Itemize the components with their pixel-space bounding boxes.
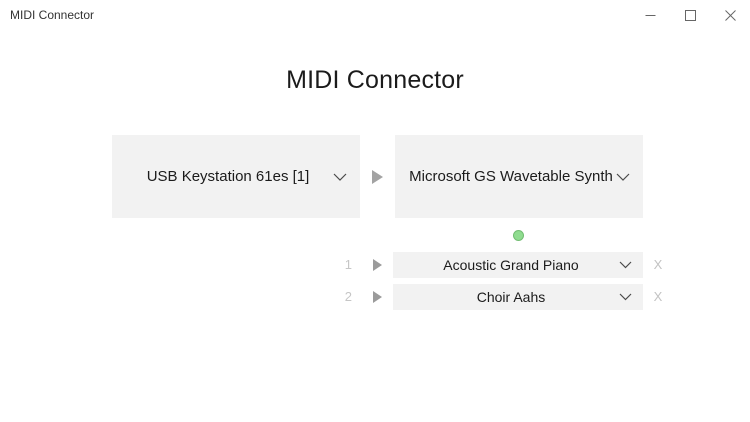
play-arrow-icon <box>373 259 382 271</box>
instrument-select[interactable]: Choir Aahs <box>393 284 643 310</box>
instrument-label: Choir Aahs <box>476 289 546 305</box>
chevron-down-icon <box>333 173 347 181</box>
close-icon <box>724 9 736 21</box>
play-arrow-icon <box>373 291 382 303</box>
window-title: MIDI Connector <box>10 8 95 22</box>
window-controls <box>630 0 750 30</box>
minimize-button[interactable] <box>630 0 670 30</box>
channel-number: 2 <box>344 289 352 304</box>
page-title: MIDI Connector <box>286 66 464 94</box>
output-device-select[interactable]: Microsoft GS Wavetable Synth <box>395 135 643 218</box>
channel-number: 1 <box>344 257 352 272</box>
input-device-label: USB Keystation 61es [1] <box>146 168 310 185</box>
remove-channel-button[interactable]: X <box>650 284 666 310</box>
chevron-down-icon <box>616 173 630 181</box>
instrument-label: Acoustic Grand Piano <box>443 257 579 273</box>
connection-status-dot <box>513 230 524 241</box>
titlebar: MIDI Connector <box>0 0 750 30</box>
input-device-select[interactable]: USB Keystation 61es [1] <box>112 135 360 218</box>
minimize-icon <box>645 10 656 21</box>
chevron-down-icon <box>619 293 632 301</box>
maximize-icon <box>684 9 696 21</box>
flow-arrow-icon <box>372 170 383 184</box>
maximize-button[interactable] <box>670 0 710 30</box>
channel-row: 1 Acoustic Grand Piano X <box>0 252 750 278</box>
instrument-select[interactable]: Acoustic Grand Piano <box>393 252 643 278</box>
channel-row: 2 Choir Aahs X <box>0 284 750 310</box>
output-device-label: Microsoft GS Wavetable Synth <box>409 168 613 185</box>
chevron-down-icon <box>619 261 632 269</box>
remove-channel-button[interactable]: X <box>650 252 666 278</box>
close-button[interactable] <box>710 0 750 30</box>
